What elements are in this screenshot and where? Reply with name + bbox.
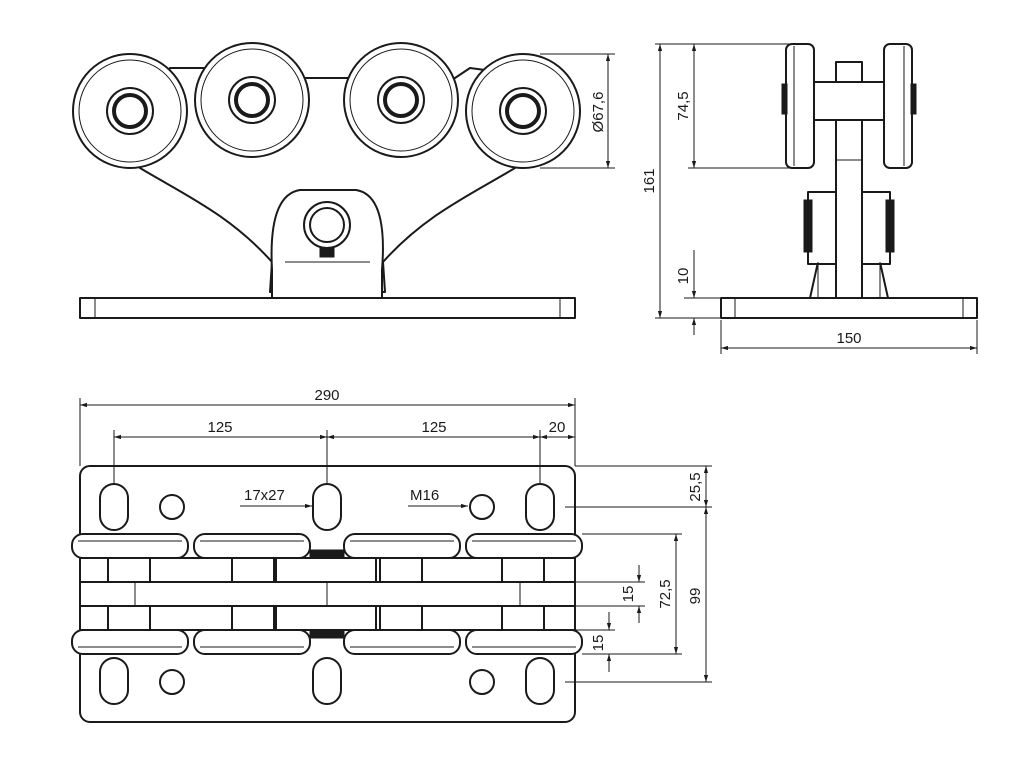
callout-slot: 17x27 — [240, 487, 312, 509]
label-thread: M16 — [410, 487, 439, 504]
front-wheel-2 — [194, 42, 310, 158]
dim-wheel-track: 72,5 — [582, 533, 682, 655]
dim-side-width: 150 — [720, 320, 978, 354]
top-wheel-8 — [465, 629, 583, 655]
label-total-height: 161 — [641, 168, 658, 193]
label-top-offset: 25,5 — [687, 472, 704, 501]
side-base-plate — [720, 297, 978, 319]
dim-inner-gap: 15 — [575, 565, 645, 623]
top-wheel-6 — [193, 629, 311, 655]
front-wheel-3 — [343, 42, 459, 158]
front-base-plate — [79, 297, 576, 319]
label-lower-gap: 15 — [590, 635, 607, 652]
label-slot-size: 17x27 — [244, 487, 285, 504]
slot-bottom-left — [99, 657, 129, 705]
dim-wheel-height: 74,5 — [675, 43, 790, 169]
label-hole-spacing-left: 125 — [207, 419, 232, 436]
dim-total-length: 290 — [79, 387, 576, 466]
hole-top-left — [159, 494, 185, 520]
label-total-length: 290 — [314, 387, 339, 404]
top-wheel-4 — [465, 533, 583, 559]
top-wheel-5 — [71, 629, 189, 655]
dim-top-offset: 25,5 — [565, 465, 712, 508]
label-wheel-track: 72,5 — [657, 579, 674, 608]
dim-total-height: 161 — [641, 43, 720, 319]
slot-top-center — [312, 483, 342, 531]
front-view: Ø67,6 — [72, 42, 615, 319]
hole-bottom-left — [159, 669, 185, 695]
label-inner-gap: 15 — [620, 586, 637, 603]
callout-thread: M16 — [408, 487, 468, 509]
front-wheel-4 — [465, 53, 581, 169]
label-plate-thickness: 10 — [675, 268, 692, 285]
side-view: 74,5 161 10 150 — [641, 43, 978, 354]
dim-hole-spacing: 125 125 20 — [113, 419, 575, 484]
side-wheel-left — [785, 43, 815, 169]
label-wheel-diameter: Ø67,6 — [590, 92, 607, 133]
side-wheel-right — [883, 43, 913, 169]
label-edge-offset: 20 — [549, 419, 566, 436]
slot-bottom-center — [312, 657, 342, 705]
top-wheel-3 — [343, 533, 461, 559]
label-wheel-height: 74,5 — [675, 91, 692, 120]
dim-lower-gap: 15 — [575, 612, 615, 672]
top-view: 290 125 125 20 17x27 M16 25,5 — [71, 387, 712, 723]
top-wheel-1 — [71, 533, 189, 559]
top-wheel-2 — [193, 533, 311, 559]
label-side-width: 150 — [836, 330, 861, 347]
label-hole-spacing-right: 125 — [421, 419, 446, 436]
slot-top-left — [99, 483, 129, 531]
dim-wheel-diameter: Ø67,6 — [540, 53, 615, 169]
top-wheel-7 — [343, 629, 461, 655]
label-hole-span: 99 — [687, 588, 704, 605]
dim-plate-thickness: 10 — [675, 250, 720, 335]
front-wheel-1 — [72, 53, 188, 169]
slot-top-right — [525, 483, 555, 531]
dim-hole-span: 99 — [565, 507, 712, 683]
hole-top-right — [469, 494, 495, 520]
slot-bottom-right — [525, 657, 555, 705]
hole-bottom-right — [469, 669, 495, 695]
